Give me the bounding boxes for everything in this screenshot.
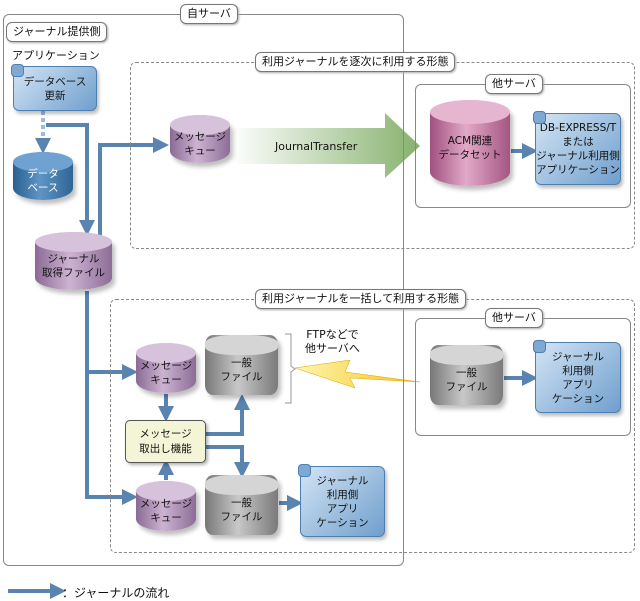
provider-label: ジャーナル提供側 (6, 22, 108, 42)
flow-arrow-app-to-journal (46, 123, 95, 236)
self-server-title: 自サーバ (180, 4, 238, 24)
message-extractor: メッセージ 取出し機能 (125, 420, 206, 463)
dbexpress-app-label: DB-EXPRESS/T または ジャーナル利用側 アプリケーション (536, 122, 620, 176)
transfer-arrow (230, 113, 420, 178)
database-cylinder: データ ベース (13, 152, 73, 200)
general-file-2-label: 一般 ファイル (220, 497, 263, 523)
app-caption: アプリケーション (12, 49, 100, 62)
flow-arrow-extract-file2 (206, 445, 250, 478)
journal-file-label: ジャーナル 取得ファイル (42, 253, 105, 279)
acm-dataset-label: ACM関連 データセット (438, 135, 502, 161)
flow-arrow-journal-to-mq1 (98, 137, 169, 236)
lightning-shape (294, 359, 421, 389)
general-file-1-label: 一般 ファイル (220, 357, 263, 383)
message-queue-batch-1: メッセージ キュー (136, 343, 196, 393)
db-update-app-label: データベース 更新 (23, 75, 87, 102)
dbexpress-app: DB-EXPRESS/T または ジャーナル利用側 アプリケーション (533, 111, 621, 185)
database-label: データ ベース (27, 168, 59, 194)
journal-file-cylinder: ジャーナル 取得ファイル (35, 232, 112, 290)
other-server-title-2: 他サーバ (485, 308, 543, 328)
ftp-note: FTPなどで 他サーバへ (305, 328, 360, 355)
general-file-2: 一般 ファイル (205, 475, 278, 535)
message-queue-batch-2-label: メッセージ キュー (139, 498, 193, 524)
general-file-3-label: 一般 ファイル (445, 367, 488, 393)
journal-user-app-local: ジャーナル 利用側 アプリ ケーション (298, 464, 385, 537)
other-server-title-1: 他サーバ (485, 74, 543, 94)
transfer-label: JournalTransfer (275, 140, 358, 153)
general-file-3: 一般 ファイル (430, 345, 503, 405)
flow-arrow-extract-file1 (206, 394, 250, 436)
bracket (285, 333, 296, 404)
flow-arrow-journal-down (85, 291, 138, 505)
batch-title: 利用ジャーナルを一括して利用する形態 (255, 289, 467, 309)
sequential-title: 利用ジャーナルを逐次に利用する形態 (255, 52, 456, 72)
message-queue-batch-2: メッセージ キュー (136, 481, 196, 531)
message-queue-batch-1-label: メッセージ キュー (139, 360, 193, 386)
general-file-1: 一般 ファイル (205, 335, 278, 395)
acm-dataset-cylinder: ACM関連 データセット (430, 100, 510, 186)
journal-user-app-remote: ジャーナル 利用側 アプリ ケーション (533, 340, 621, 413)
message-extractor-label: メッセージ 取出し機能 (139, 427, 192, 455)
message-queue-seq: メッセージ キュー (170, 115, 230, 163)
db-update-app: データベース 更新 (11, 64, 97, 111)
message-queue-seq-label: メッセージ キュー (173, 131, 227, 157)
journal-user-app-remote-label: ジャーナル 利用側 アプリ ケーション (551, 350, 605, 405)
legend-label: ：ジャーナルの流れ (62, 586, 170, 600)
journal-user-app-local-label: ジャーナル 利用側 アプリ ケーション (316, 474, 369, 529)
